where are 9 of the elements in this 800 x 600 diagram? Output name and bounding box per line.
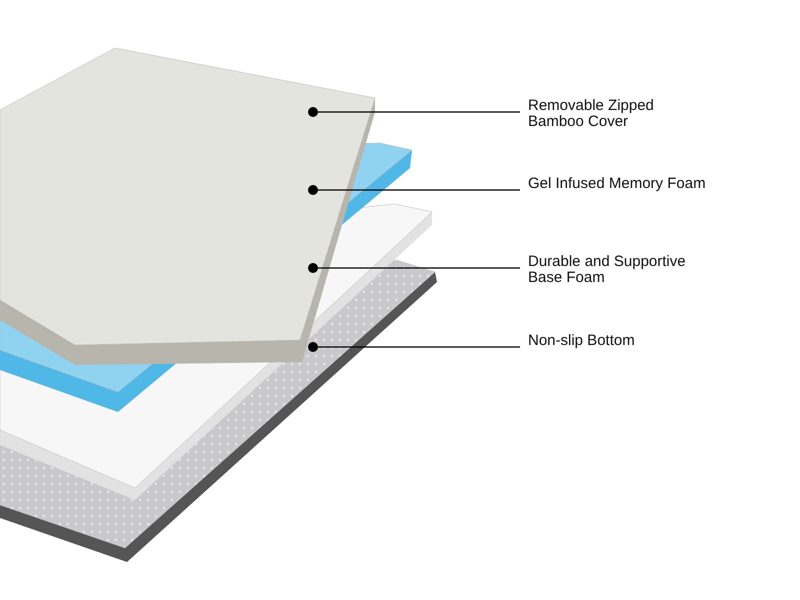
layer-label: Gel Infused Memory Foam [528, 176, 708, 192]
layer-label: Removable Zipped Bamboo Cover [528, 98, 708, 130]
layer-label: Durable and Supportive Base Foam [528, 254, 708, 286]
bamboo-cover-layer [0, 48, 376, 365]
leader-line [308, 185, 520, 195]
leader-line [308, 342, 520, 352]
layer-label: Non-slip Bottom [528, 333, 708, 349]
leader-line [308, 107, 520, 117]
leader-line [308, 263, 520, 273]
